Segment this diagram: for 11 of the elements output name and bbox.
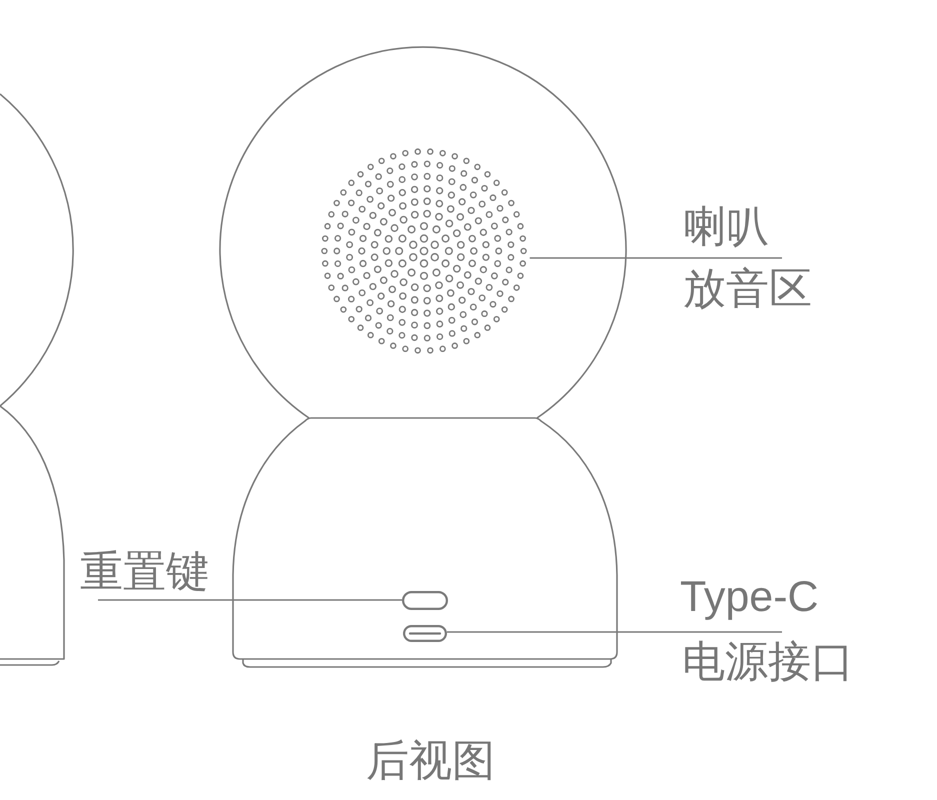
leader-line (529, 257, 783, 259)
usb-port (403, 625, 447, 642)
callout-text: 放音区 (683, 268, 812, 311)
leader-line (98, 599, 402, 601)
reset-button (402, 591, 448, 610)
callout-text: 电源接口 (682, 641, 854, 684)
callout-text: Type-C (680, 576, 819, 619)
leader-line (446, 631, 783, 633)
callout-text: 重置键 (80, 551, 209, 594)
caption: 后视图 (366, 740, 495, 783)
callout-text: 喇叭 (683, 206, 769, 249)
